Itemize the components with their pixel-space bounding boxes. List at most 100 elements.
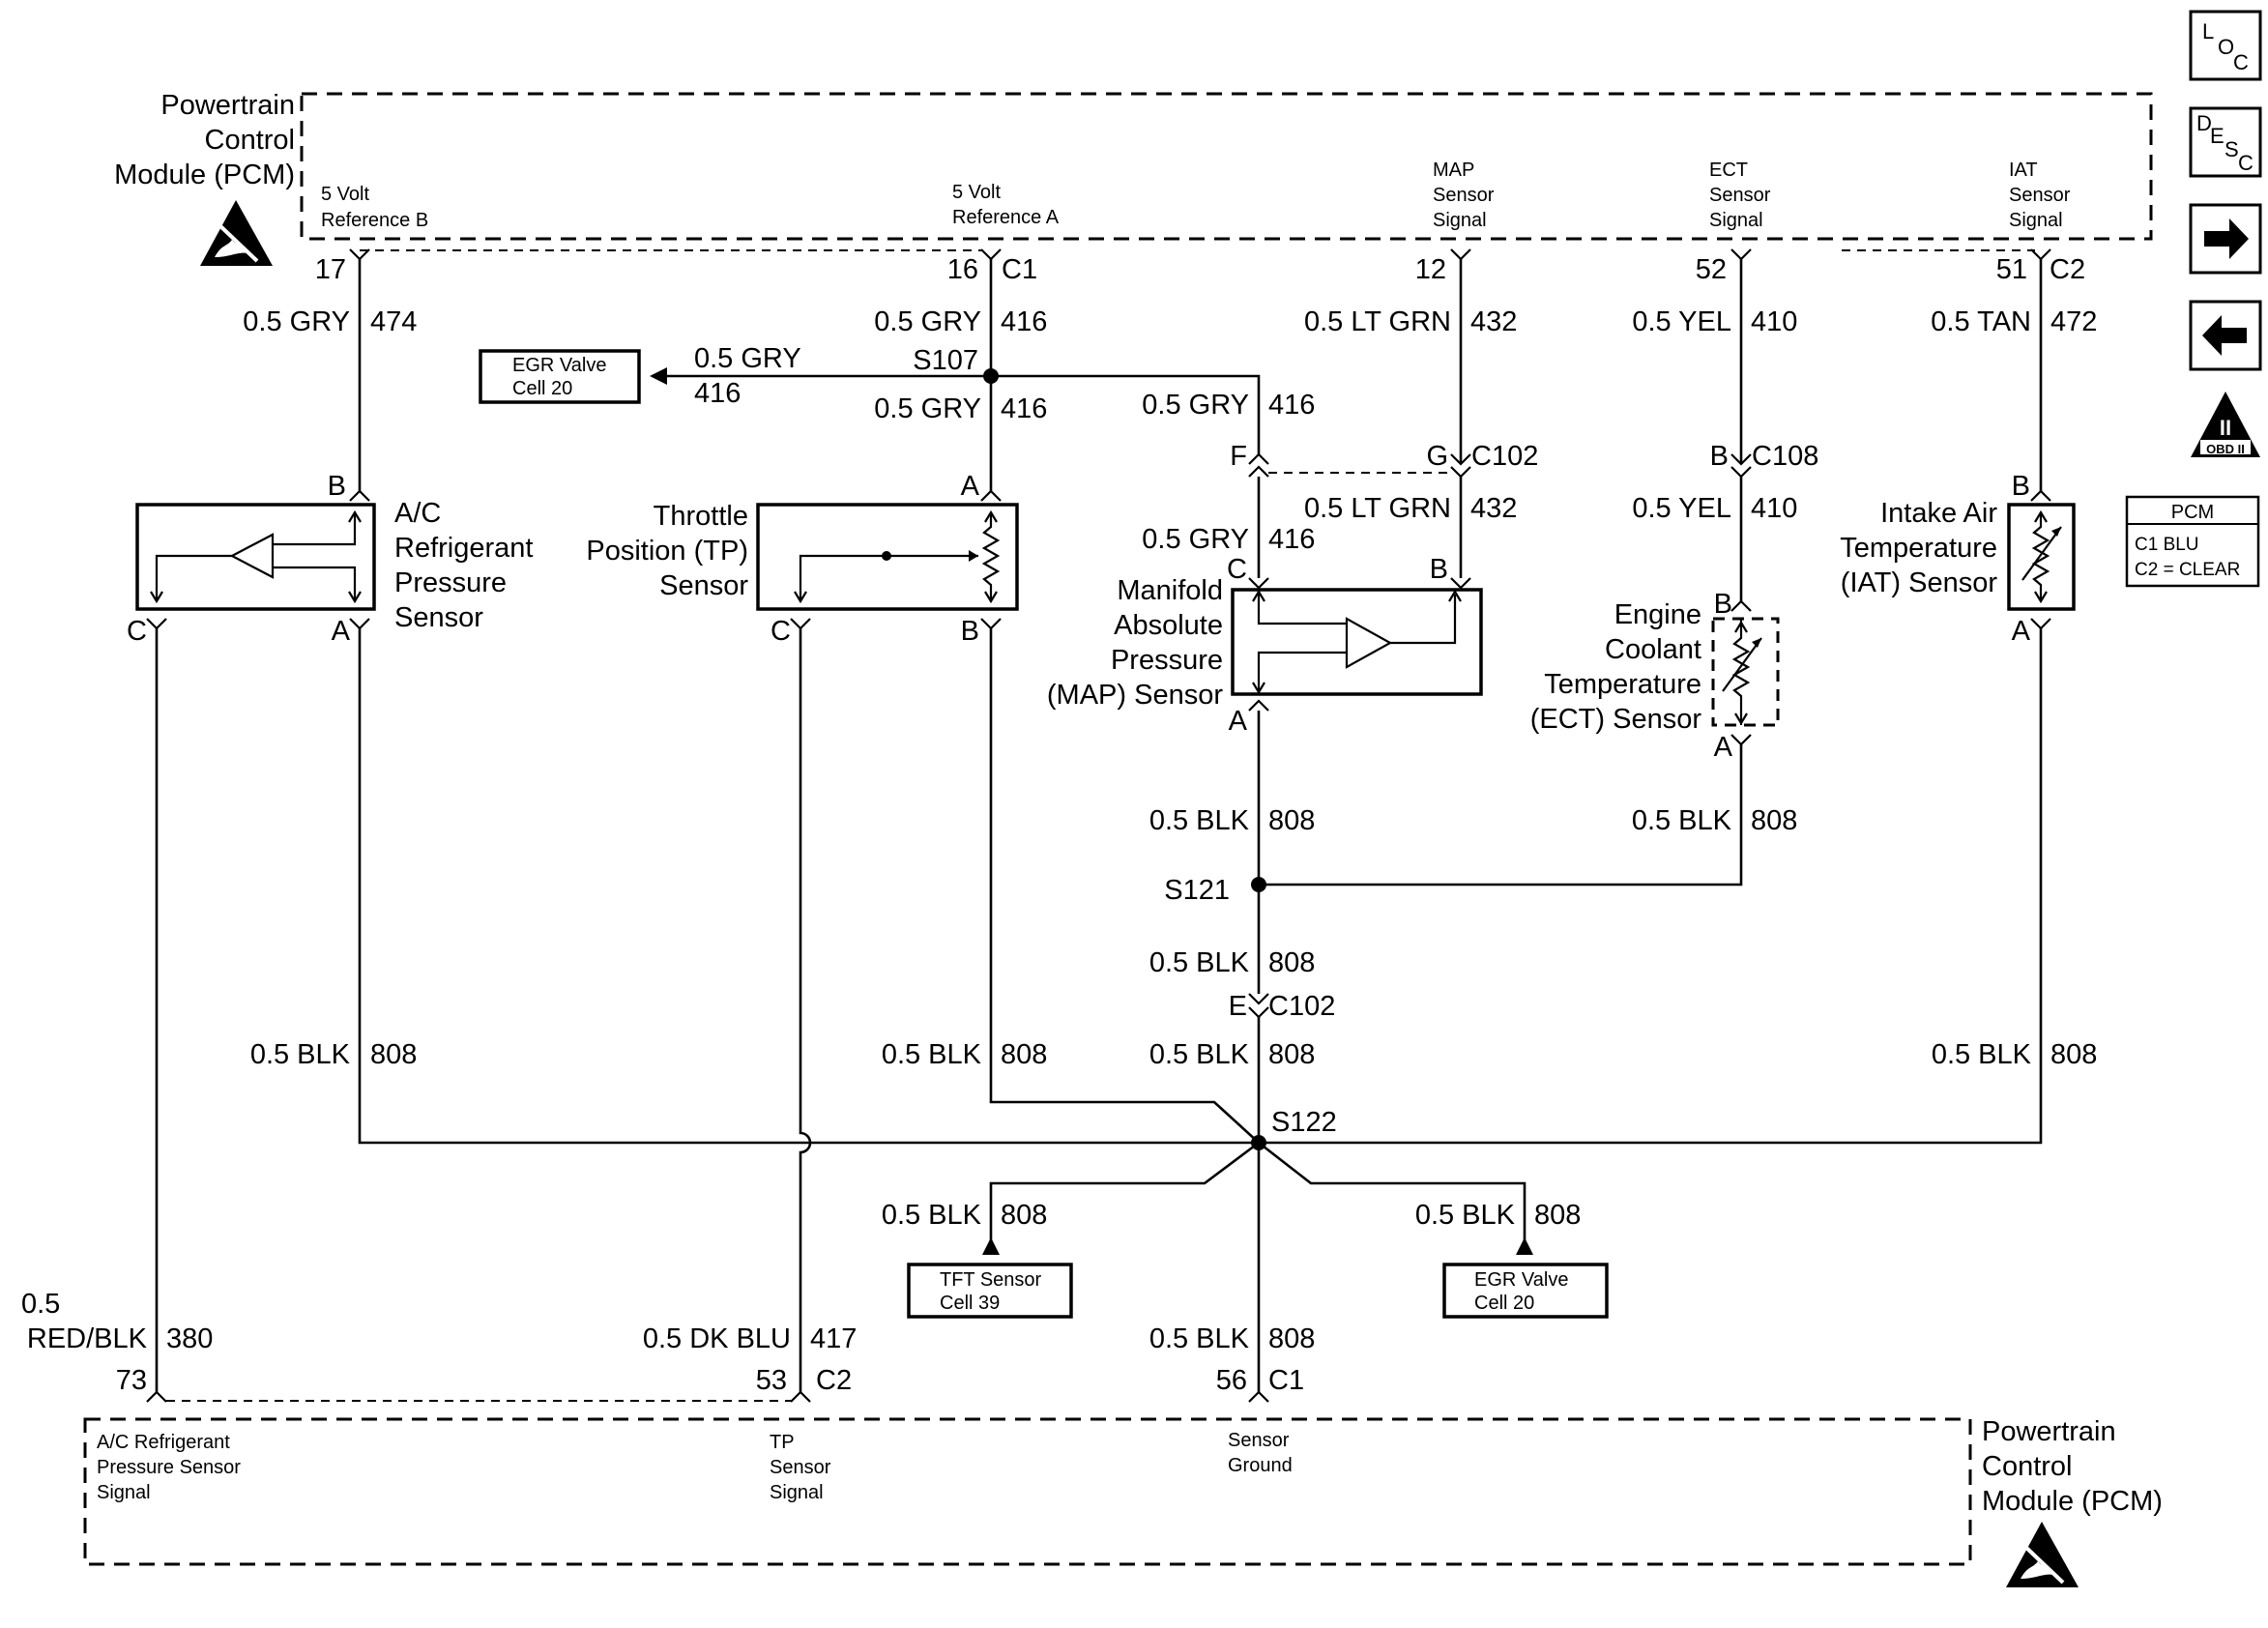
next-button[interactable] [2189, 203, 2262, 275]
legend-box [2125, 495, 2260, 588]
ref-egr-valve-top[interactable]: EGR Valve Cell 20 [479, 349, 641, 404]
wire-416-map-color: 0.5 GRY [1142, 524, 1249, 555]
wire-808-ground-circuit: 808 [1268, 1323, 1315, 1354]
tick-tp-c [790, 618, 811, 630]
ac-sensor-label-2: Refrigerant [394, 533, 533, 564]
desc-letter-s: S [2224, 137, 2239, 161]
wire-808-ac [358, 628, 1259, 1145]
ac-sensor-arrow-b [348, 509, 362, 523]
pcm-pin-ect-1: ECT [1709, 160, 1748, 181]
iat-sensor: Intake Air Temperature (IAT) Sensor B A [1840, 471, 2076, 647]
splice-s121-dot [1251, 877, 1266, 892]
pcm-pin-ac-2: Pressure Sensor [97, 1457, 241, 1478]
splice-s121: S121 [1164, 875, 1230, 906]
tick-tp-b [980, 618, 1002, 630]
pcm-pin-iat-3: Signal [2009, 210, 2063, 231]
ac-sensor-label-4: Sensor [394, 602, 483, 633]
prev-button[interactable] [2189, 300, 2262, 371]
wire-417 [799, 628, 812, 1392]
ref-tft-box[interactable] [907, 1263, 1073, 1319]
tp-sensor: Throttle Position (TP) Sensor A C B [586, 471, 1019, 647]
ref-tft-sensor[interactable]: TFT Sensor Cell 39 [907, 1263, 1073, 1319]
ect-sensor-arrow-a [1734, 712, 1748, 726]
wire-808-iat [1259, 628, 2043, 1145]
wire-808-map-circuit: 808 [1268, 805, 1315, 836]
iat-sensor-arrow-b [2034, 509, 2048, 523]
ect-sensor-label-1: Engine [1614, 599, 1701, 630]
tick-c102-e-bot [1248, 1006, 1269, 1019]
connector-c102-bottom: C102 [1268, 991, 1335, 1022]
pcm-pin-map-1: MAP [1433, 160, 1474, 181]
wire-416-top-circuit: 416 [1001, 306, 1047, 337]
iat-sensor-thermistor-slash [2021, 526, 2062, 581]
tick-map-c [1248, 577, 1269, 590]
iat-sensor-arrow-a [2034, 591, 2048, 604]
splice-labels: S107 S121 S122 F G C102 B C108 E C102 [913, 345, 1818, 1138]
iat-sensor-label-1: Intake Air [1880, 498, 1997, 529]
tick-12 [1450, 248, 1471, 261]
obd-ii-button[interactable]: II OBD II [2191, 392, 2260, 457]
ac-sensor-arrow-c [150, 591, 163, 604]
tick-16 [980, 248, 1002, 261]
tick-c108-bot [1730, 466, 1752, 479]
ac-sensor-arrow-a [348, 591, 362, 604]
map-sensor-pin-c: C [1227, 554, 1247, 585]
desc-letter-d: D [2196, 111, 2212, 135]
wire-410-top-color: 0.5 YEL [1632, 306, 1731, 337]
ac-pressure-sensor: A/C Refrigerant Pressure Sensor B C A [127, 471, 533, 647]
obd-label-bg [2200, 440, 2251, 454]
wire-808-ect-color: 0.5 BLK [1632, 805, 1732, 836]
wire-416-top-color: 0.5 GRY [874, 306, 981, 337]
tick-map-a [1248, 699, 1269, 712]
connector-c102-pin-g: G [1426, 441, 1448, 472]
connector-c102-pin-f: F [1230, 441, 1247, 472]
ect-sensor-pin-a: A [1714, 732, 1733, 763]
wire-808-egr [1258, 1141, 1527, 1247]
ref-tft-line2: Cell 39 [940, 1293, 1000, 1314]
wire-808-s121-circuit: 808 [1268, 947, 1315, 978]
loc-button-frame[interactable] [2189, 10, 2262, 81]
desc-button[interactable]: D E S C [2189, 106, 2262, 178]
tick-map-b [1450, 577, 1471, 590]
pcm-pin-ect-3: Signal [1709, 210, 1763, 231]
wire-808-ect-circuit: 808 [1751, 805, 1797, 836]
ref-egr-top-line1: EGR Valve [512, 355, 606, 376]
desc-letter-e: E [2210, 124, 2224, 148]
arrow-egr-ref [650, 367, 667, 385]
pcm-pin-ground-1: Sensor [1228, 1430, 1290, 1451]
loc-button[interactable]: L O C [2189, 10, 2262, 81]
ref-egr-valve-bottom[interactable]: EGR Valve Cell 20 [1442, 1263, 1609, 1319]
wire-432-map-circuit: 432 [1470, 493, 1517, 524]
pcm-pin-map-2: Sensor [1433, 185, 1495, 206]
tick-iat-a [2030, 618, 2051, 630]
arrow-egr-ref-bottom [1516, 1237, 1533, 1255]
wire-416-branch-circuit: 416 [1268, 390, 1315, 421]
iat-sensor-label-3: (IAT) Sensor [1841, 567, 1998, 598]
pcm-bottom-label-3: Module (PCM) [1982, 1486, 2163, 1517]
ect-sensor-label-4: (ECT) Sensor [1530, 704, 1702, 735]
terminal-17: 17 [315, 254, 346, 285]
tick-17 [349, 248, 370, 261]
pcm-bottom-outline [83, 1417, 1972, 1566]
arrow-tft-ref [982, 1237, 1000, 1255]
desc-button-frame[interactable] [2189, 106, 2262, 178]
ref-egr-top-box[interactable] [479, 349, 641, 404]
pcm-pin-ground-2: Ground [1228, 1455, 1293, 1476]
splice-s107: S107 [913, 345, 978, 376]
pcm-top-label-3: Module (PCM) [114, 160, 295, 190]
tp-sensor-arrow-c [794, 591, 807, 604]
ac-sensor-lead-c [155, 554, 232, 599]
legend-c2: C2 = CLEAR [2135, 560, 2240, 580]
pcm-pin-ref-b-2: Reference B [321, 210, 428, 231]
ect-sensor: Engine Coolant Temperature (ECT) Sensor … [1530, 589, 1780, 763]
wire-472-color: 0.5 TAN [1931, 306, 2031, 337]
terminal-16: 16 [947, 254, 978, 285]
ref-egr-bottom-box[interactable] [1442, 1263, 1609, 1319]
wire-432-top-circuit: 432 [1470, 306, 1517, 337]
wire-808-ground-color: 0.5 BLK [1149, 1323, 1250, 1354]
wire-808-egr-circuit: 808 [1534, 1200, 1581, 1231]
wire-410-top-circuit: 410 [1751, 306, 1797, 337]
wire-808-tp-circuit: 808 [1001, 1039, 1047, 1070]
map-sensor-label-4: (MAP) Sensor [1047, 680, 1223, 711]
wire-416-tp-circuit: 416 [1001, 393, 1047, 424]
